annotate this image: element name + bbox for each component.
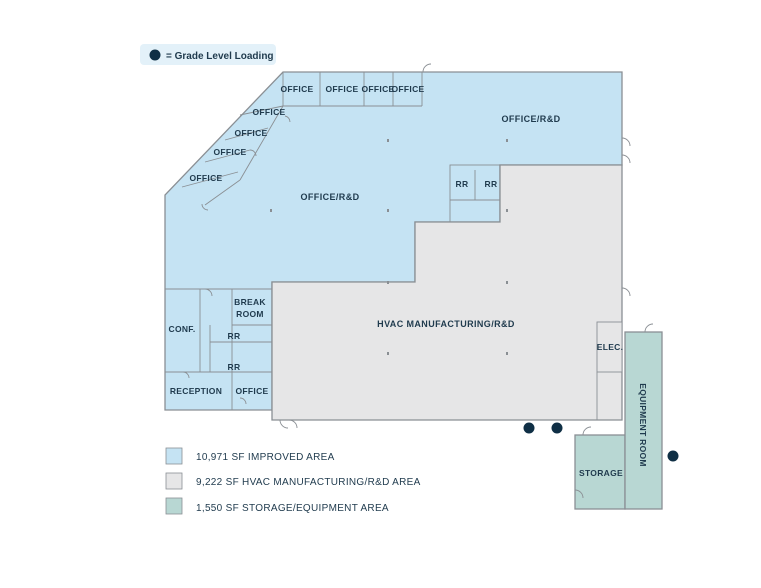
loading-dot-2 xyxy=(551,422,563,434)
room-rr-3: RR xyxy=(228,331,241,341)
room-office-2: OFFICE xyxy=(326,84,359,94)
room-storage: STORAGE xyxy=(579,468,623,478)
room-office-rd-2: OFFICE/R&D xyxy=(301,192,360,202)
room-elec: ELEC. xyxy=(597,342,624,352)
room-conf: CONF. xyxy=(169,324,196,334)
room-office-1: OFFICE xyxy=(281,84,314,94)
legend-swatch-storage xyxy=(165,497,183,515)
room-rr-4: RR xyxy=(228,362,241,372)
legend-swatch-hvac xyxy=(165,472,183,490)
room-office-6: OFFICE xyxy=(235,128,268,138)
room-reception: RECEPTION xyxy=(170,386,222,396)
room-equipment: EQUIPMENT ROOM xyxy=(638,383,648,467)
room-rr-2: RR xyxy=(485,179,498,189)
legend-label-hvac: 9,222 SF HVAC MANUFACTURING/R&D AREA xyxy=(196,477,421,488)
room-office-3: OFFICE xyxy=(362,84,395,94)
loading-key-badge xyxy=(140,44,276,65)
room-office-9: OFFICE xyxy=(236,386,269,396)
room-office-rd-1: OFFICE/R&D xyxy=(502,114,561,124)
room-rr-1: RR xyxy=(456,179,469,189)
room-office-4: OFFICE xyxy=(392,84,425,94)
room-break-2: ROOM xyxy=(236,309,264,319)
legend-label-storage: 1,550 SF STORAGE/EQUIPMENT AREA xyxy=(196,503,389,514)
equipment-room-area xyxy=(624,331,663,510)
room-office-5: OFFICE xyxy=(253,107,286,117)
top-office-walls xyxy=(181,72,423,206)
loading-dot-icon xyxy=(149,49,161,61)
loading-key-text: = Grade Level Loading xyxy=(166,51,274,62)
legend-label-improved: 10,971 SF IMPROVED AREA xyxy=(196,452,335,463)
room-hvac: HVAC MANUFACTURING/R&D xyxy=(377,319,515,329)
legend-swatch-improved xyxy=(165,447,183,465)
left-lower-rooms xyxy=(165,288,272,410)
room-break-1: BREAK xyxy=(234,297,266,307)
door-details xyxy=(182,63,654,499)
loading-dot-1 xyxy=(523,422,535,434)
rr-block-top xyxy=(449,164,501,223)
elec-room xyxy=(596,321,623,420)
column-markers xyxy=(270,139,508,355)
loading-dot-3 xyxy=(667,450,679,462)
room-office-8: OFFICE xyxy=(190,173,223,183)
room-office-7: OFFICE xyxy=(214,147,247,157)
